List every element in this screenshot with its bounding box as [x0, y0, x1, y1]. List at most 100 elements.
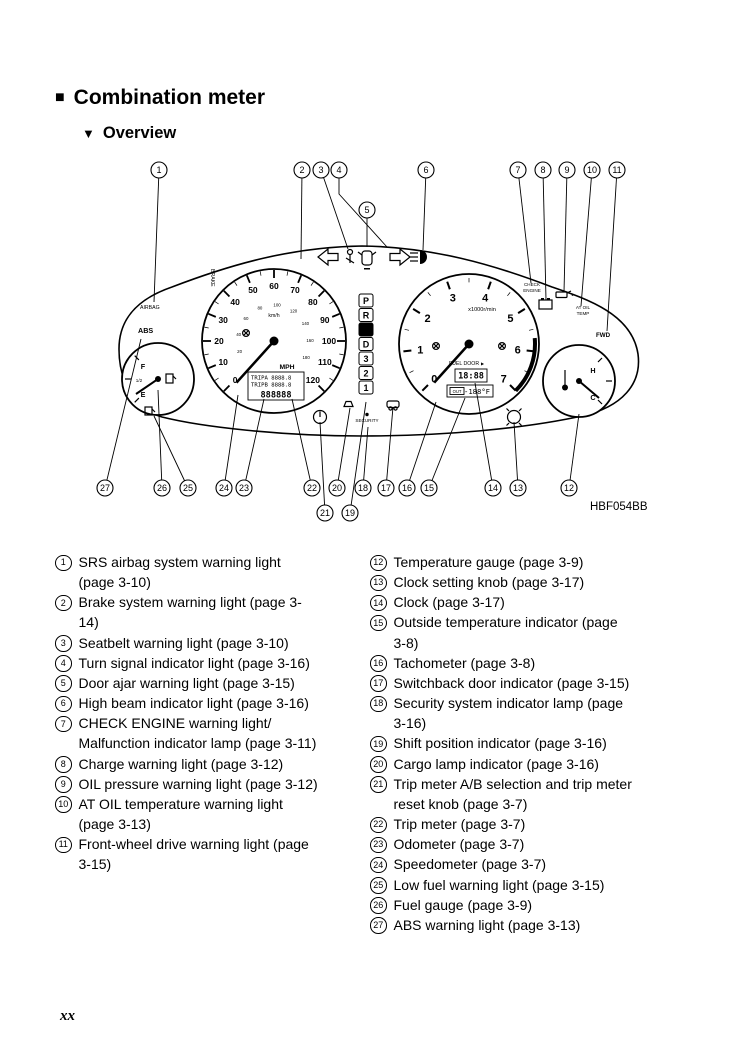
- callout-10: 10: [580, 161, 601, 307]
- svg-text:18: 18: [358, 483, 368, 493]
- svg-text:N: N: [363, 325, 370, 335]
- legend-item-text: Front-wheel drive warning light (page 3-…: [78, 836, 309, 873]
- screw-icon: [242, 329, 251, 338]
- svg-text:70: 70: [290, 285, 300, 295]
- shift-position-P: P: [358, 293, 374, 308]
- fuel-empty-label: E: [141, 390, 146, 399]
- svg-text:60: 60: [269, 281, 279, 291]
- svg-text:110: 110: [318, 357, 332, 367]
- legend-item-text: Trip meter (page 3-7): [393, 816, 526, 833]
- oil-pressure-icon: [555, 290, 574, 299]
- shift-position-1: 1: [358, 380, 374, 395]
- callout-6: 6: [417, 161, 435, 251]
- legend-item-number: 19: [370, 735, 387, 753]
- screw-icon: [498, 342, 507, 351]
- svg-text:40: 40: [236, 332, 241, 337]
- legend-item-number: 22: [370, 816, 387, 834]
- door-ajar-icon: [357, 250, 377, 270]
- legend-item-number: 8: [55, 756, 72, 773]
- fuel-door-arrow-icon: ▶: [481, 361, 485, 366]
- svg-text:1: 1: [156, 165, 161, 175]
- section-title: ▼ Overview: [82, 124, 750, 143]
- airbag-warning-label: AIRBAG: [140, 305, 160, 311]
- svg-text:20: 20: [237, 349, 242, 354]
- fuel-pump-icon: [165, 373, 177, 384]
- clock-lcd: FUEL DOOR ▶ 18:88: [449, 361, 488, 383]
- legend-item-text: Speedometer (page 3-7): [393, 856, 547, 873]
- svg-text:27: 27: [100, 483, 110, 493]
- legend-item-text: Shift position indicator (page 3-16): [393, 735, 607, 752]
- callout-5: 5: [358, 201, 376, 247]
- svg-text:1: 1: [417, 344, 423, 356]
- temp-cold-label: C: [590, 393, 595, 402]
- legend-item-number: 24: [370, 856, 387, 874]
- svg-text:8: 8: [540, 165, 545, 175]
- battery-icon: [538, 298, 553, 310]
- screw-icon: [432, 342, 441, 351]
- callout-12: 12: [560, 413, 580, 497]
- callout-23: 23: [235, 398, 265, 497]
- seatbelt-icon: [345, 248, 355, 264]
- legend-item-number: 1: [55, 554, 72, 571]
- callout-27: 27: [96, 338, 142, 497]
- svg-text:1: 1: [363, 383, 368, 393]
- svg-text:10: 10: [218, 357, 228, 367]
- shift-position-N: N: [358, 322, 374, 337]
- svg-text:80: 80: [257, 305, 262, 310]
- security-label: SECURITY: [355, 418, 378, 423]
- svg-text:120: 120: [290, 308, 298, 313]
- svg-text:30: 30: [218, 315, 228, 325]
- legend-item-number: 23: [370, 836, 387, 854]
- svg-text:22: 22: [307, 483, 317, 493]
- figure-code: HBF054BB: [590, 501, 648, 513]
- svg-text:120: 120: [306, 375, 320, 385]
- callout-1: 1: [150, 161, 168, 303]
- clock-digits: 18:88: [458, 372, 484, 382]
- legend-item-number: 21: [370, 776, 387, 793]
- svg-text:17: 17: [381, 483, 391, 493]
- legend-item-number: 9: [55, 776, 72, 793]
- svg-text:3: 3: [363, 354, 368, 364]
- cluster-diagram: MPH km/h TRIPA 8888.8 TRIPB 8888.8 88888…: [62, 159, 682, 531]
- legend-item-text: Cargo lamp indicator (page 3-16): [393, 755, 599, 772]
- svg-text:9: 9: [564, 165, 569, 175]
- callout-24: 24: [215, 394, 239, 497]
- svg-text:16: 16: [402, 483, 412, 493]
- trip-meter-a: TRIPA 8888.8: [251, 376, 292, 382]
- temperature-gauge: H C: [542, 344, 616, 418]
- svg-text:3: 3: [450, 293, 456, 305]
- legend-item-number: 15: [370, 614, 387, 632]
- legend-item-text: Switchback door indicator (page 3-15): [393, 674, 630, 691]
- low-fuel-icon: [144, 406, 156, 416]
- svg-text:50: 50: [248, 285, 258, 295]
- turn-signal-right-icon: [389, 247, 411, 267]
- odometer-digits: 888888: [260, 391, 291, 401]
- mph-label: MPH: [279, 364, 294, 371]
- legend-item-text: High beam indicator light (page 3-16): [78, 695, 309, 712]
- legend-item-text: Charge warning light (page 3-12): [78, 755, 284, 772]
- legend-item-number: 27: [370, 917, 387, 934]
- thermometer-icon: [562, 370, 568, 391]
- svg-text:13: 13: [513, 483, 523, 493]
- kmh-label: km/h: [268, 313, 279, 319]
- at-oil-temp-label-line1: AT OIL: [576, 305, 591, 310]
- svg-text:12: 12: [564, 483, 574, 493]
- svg-text:26: 26: [157, 483, 167, 493]
- legend-item-number: 7: [55, 715, 72, 733]
- security-indicator: SECURITY: [355, 412, 379, 423]
- cargo-lamp-icon: [343, 400, 354, 408]
- odometer-lcd: TRIPA 8888.8 TRIPB 8888.8 888888: [247, 371, 305, 401]
